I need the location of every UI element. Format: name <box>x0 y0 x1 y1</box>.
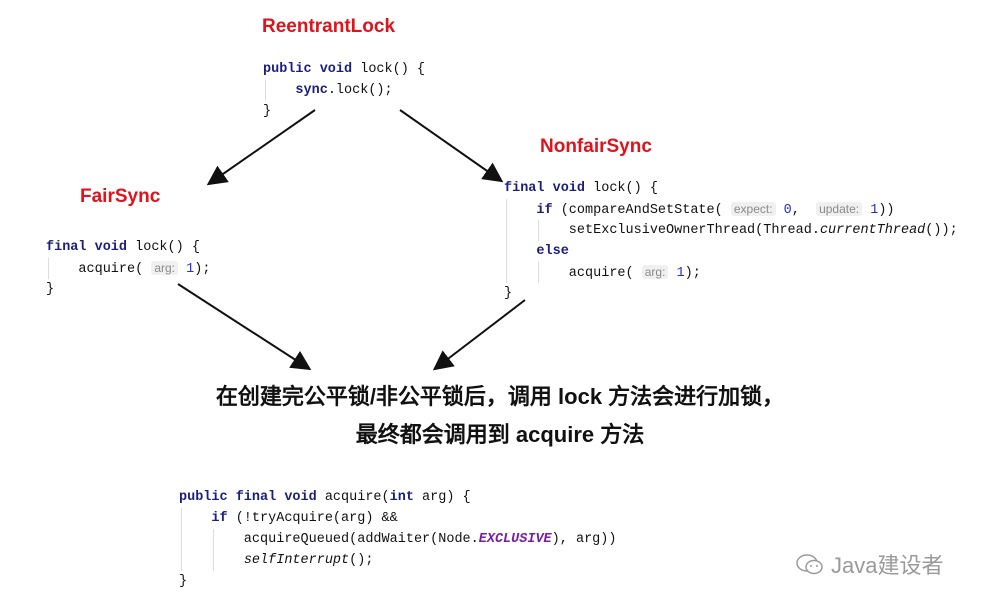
reentrantlock-code: public void lock() { sync.lock();} <box>263 59 425 122</box>
arrow-fair-to-caption <box>177 283 312 371</box>
code-token: lock() { <box>360 62 426 77</box>
code-token: lock() { <box>593 181 658 196</box>
code-token: acquire( <box>324 490 390 505</box>
code-token: ); <box>684 266 701 281</box>
code-token: ()); <box>925 223 958 238</box>
code-line: acquire( arg: 1); <box>46 258 210 279</box>
acquire-code: public final void acquire(int arg) { if … <box>179 487 616 592</box>
code-token: .lock(); <box>327 83 393 98</box>
code-token: acquire( <box>46 262 152 277</box>
code-token: (compareAndSetState( <box>552 203 731 218</box>
arrow-nonfair-to-caption <box>432 299 526 371</box>
code-token: 1 <box>668 266 685 281</box>
caption-line-1: 在创建完公平锁/非公平锁后，调用 lock 方法会进行加锁， <box>215 384 785 409</box>
code-line: else <box>504 241 958 262</box>
code-keyword: if <box>211 511 228 526</box>
code-keyword: public void <box>263 62 361 77</box>
code-line: if (!tryAcquire(arg) && <box>179 508 616 529</box>
code-token <box>263 83 295 98</box>
code-token <box>504 203 536 218</box>
parameter-hint: update: <box>816 202 863 216</box>
code-token: arg) { <box>413 490 471 505</box>
code-token: lock() { <box>135 240 200 255</box>
code-line: acquireQueued(addWaiter(Node.EXCLUSIVE),… <box>179 529 617 550</box>
code-line: acquire( arg: 1); <box>504 262 958 283</box>
code-token <box>504 244 536 259</box>
code-token: EXCLUSIVE <box>478 532 552 547</box>
code-line: public void lock() { <box>263 59 425 80</box>
code-keyword: sync <box>295 83 328 98</box>
code-line: sync.lock(); <box>263 80 425 101</box>
code-token: } <box>179 574 188 589</box>
arrow-reentrant-to-fair <box>206 109 316 186</box>
nonfairsync-code: final void lock() { if (compareAndSetSta… <box>504 178 958 304</box>
code-keyword: final void <box>504 181 594 196</box>
code-line: final void lock() { <box>46 237 210 258</box>
code-token <box>179 553 244 568</box>
code-token: (); <box>349 553 374 568</box>
reentrantlock-title: ReentrantLock <box>262 16 396 37</box>
code-token: } <box>504 286 513 301</box>
code-token: acquire( <box>504 266 642 281</box>
code-token: ), arg)) <box>551 532 617 547</box>
code-token <box>179 511 211 526</box>
code-token: setExclusiveOwnerThread(Thread. <box>504 223 820 238</box>
code-line: final void lock() { <box>504 178 958 199</box>
nonfairsync-title: NonfairSync <box>540 136 652 157</box>
caption-line-2: 最终都会调用到 acquire 方法 <box>355 422 645 447</box>
code-keyword: if <box>536 203 553 218</box>
code-line: setExclusiveOwnerThread(Thread.currentTh… <box>504 220 958 241</box>
code-keyword: else <box>536 244 569 259</box>
code-line: selfInterrupt(); <box>179 550 616 571</box>
code-token: 1 <box>862 203 879 218</box>
code-token: 0 <box>775 203 792 218</box>
arrow-reentrant-to-nonfair <box>399 109 504 183</box>
fairsync-title: FairSync <box>80 186 161 207</box>
parameter-hint: arg: <box>641 265 669 279</box>
parameter-hint: expect: <box>730 202 776 216</box>
code-token: 1 <box>178 262 195 277</box>
code-keyword: final void <box>46 240 136 255</box>
code-token: } <box>263 104 272 119</box>
code-line: if (compareAndSetState( expect: 0, updat… <box>504 199 958 220</box>
code-keyword: int <box>389 490 414 505</box>
code-token: selfInterrupt <box>243 553 350 568</box>
code-keyword: public final void <box>179 490 325 505</box>
wechat-icon <box>796 554 823 575</box>
watermark-text: Java建设者 <box>831 553 944 578</box>
code-token: )) <box>878 203 895 218</box>
code-line: } <box>46 279 210 300</box>
code-token: } <box>46 282 55 297</box>
watermark: Java建设者 <box>795 548 943 580</box>
code-line: } <box>263 101 425 122</box>
code-token: , <box>791 203 817 218</box>
code-line: } <box>179 571 616 592</box>
code-token: ); <box>194 262 211 277</box>
code-line: } <box>504 283 958 304</box>
fairsync-code: final void lock() { acquire( arg: 1);} <box>46 237 210 300</box>
code-line: public final void acquire(int arg) { <box>179 487 616 508</box>
code-token: acquireQueued(addWaiter(Node. <box>179 532 479 547</box>
parameter-hint: arg: <box>151 261 179 275</box>
code-token: currentThread <box>819 223 926 238</box>
code-token: (!tryAcquire(arg) && <box>227 511 398 526</box>
